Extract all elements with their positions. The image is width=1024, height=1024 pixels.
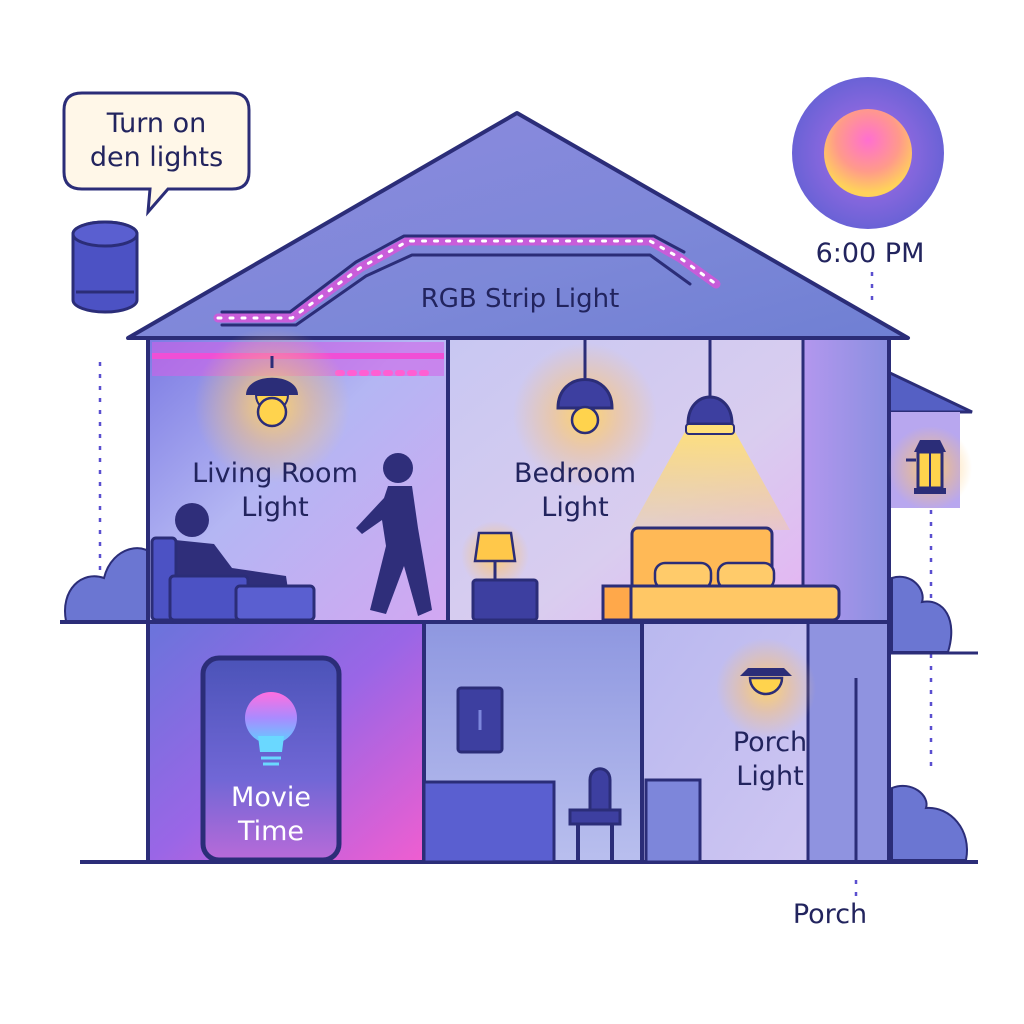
voice-command-line-1: Turn on <box>106 108 207 140</box>
bed-spotlight <box>630 338 790 530</box>
armchair-person <box>150 503 316 622</box>
guide-lines <box>98 272 933 900</box>
porch-wall-lantern <box>888 426 972 510</box>
living-room-label-line-1: Living Room <box>192 458 358 489</box>
porch-ceiling-light <box>716 638 816 738</box>
voice-command-line-2: den lights <box>89 142 224 173</box>
attic-label: RGB Strip Light <box>420 284 620 314</box>
desk-chair <box>422 767 622 864</box>
living-room-label-line-2: Light <box>241 491 309 523</box>
light-switch <box>456 686 504 754</box>
smart-speaker-icon <box>71 220 139 314</box>
porch-light-label-line-2: Light <box>736 760 804 792</box>
porch-light-label-line-1: Porch <box>732 727 808 758</box>
bush-right-lower <box>891 785 968 861</box>
bedroom-label-line-1: Bedroom <box>513 458 637 489</box>
phone-scene-label[interactable]: Movie Time <box>211 781 331 849</box>
living-room-label: Living Room Light <box>170 457 380 525</box>
speech-bubble <box>62 91 251 217</box>
bed <box>601 526 841 622</box>
walking-person <box>356 453 432 616</box>
porch-light-label: Porch Light <box>700 726 840 794</box>
exterior-porch-label: Porch <box>792 899 868 930</box>
bedroom-label: Bedroom Light <box>485 457 665 525</box>
living-room-pendant-lamp <box>194 327 350 483</box>
nightstand-lamp <box>461 521 539 622</box>
rgb-strip-light <box>213 234 721 327</box>
phone-scene-label-line-1: Movie <box>231 782 311 813</box>
bush-right-upper <box>891 575 953 653</box>
voice-command-text: Turn on den lights <box>64 93 249 189</box>
phone-scene-label-line-2: Time <box>237 815 305 847</box>
schedule-time: 6:00 PM <box>815 238 925 269</box>
bush-left <box>64 547 157 622</box>
porch-cabinet <box>644 778 702 864</box>
bedroom-label-line-2: Light <box>541 491 609 523</box>
lightbulb-icon <box>245 692 297 766</box>
bedroom-pendant-lamp <box>513 338 657 487</box>
sunset-icon <box>792 77 944 229</box>
